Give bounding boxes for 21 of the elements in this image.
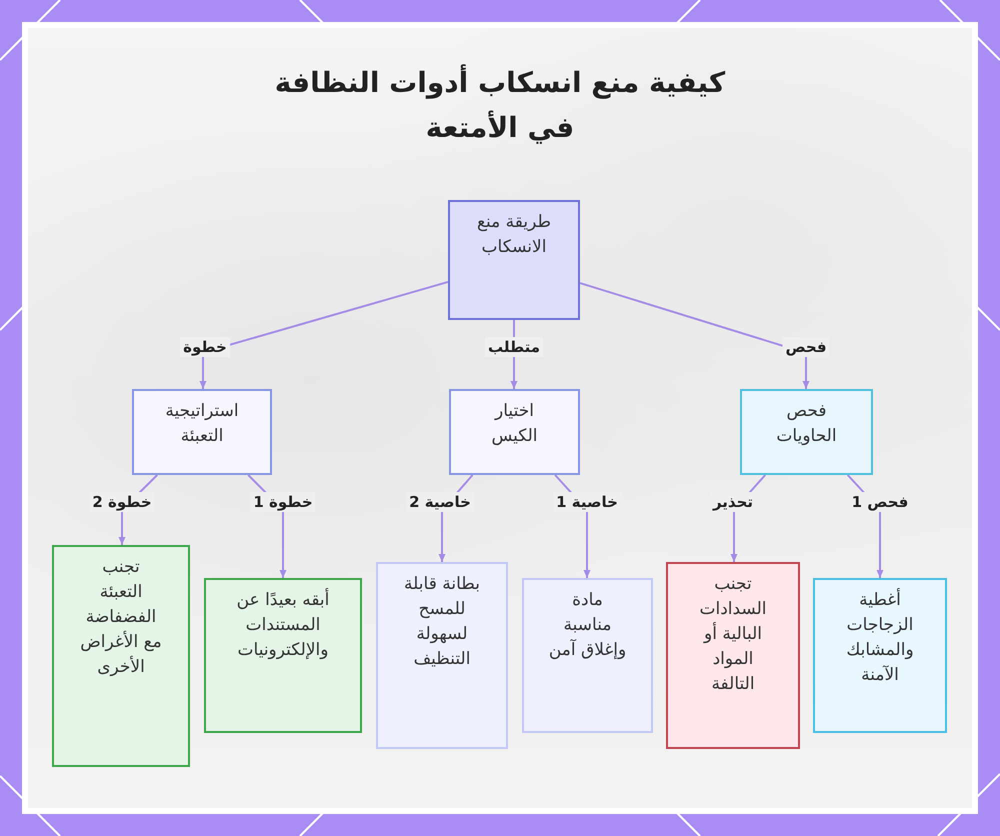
process-box: أغطية الزجاجات والمشابك الآمنة [813,578,947,733]
process-box: اختيار الكيس [449,389,580,475]
edge-label: خاصية 2 [406,492,474,512]
diagram-title: كيفية منع انسكاب أدوات النظافة في الأمتعة [274,63,726,146]
process-box: مادة مناسبة وإغلاق آمن [522,578,653,733]
process-box: أبقه بعيدًا عن المستندات والإلكترونيات [204,578,362,733]
edge-label: خطوة [180,337,230,357]
process-box: تجنب التعبئة الفضفاضة مع الأغراض الأخرى [52,545,190,767]
connector-arrow [580,282,810,389]
edge-label: خاصية 1 [553,492,621,512]
edge-label: تحذير [710,492,756,512]
connector-arrow [200,281,448,389]
process-box: استراتيجية التعبئة [132,389,272,475]
process-box: فحص الحاويات [740,389,873,475]
process-box: بطانة قابلة للمسح لسهولة التنظيف [376,562,508,749]
process-box: تجنب السدادات البالية أو المواد التالفة [666,562,800,749]
process-box: طريقة منع الانسكاب [448,200,580,320]
edge-label: متطلب [484,337,544,357]
edge-label: خطوة 1 [250,492,316,512]
edge-label: فحص [782,337,830,357]
edge-label: خطوة 2 [89,492,155,512]
